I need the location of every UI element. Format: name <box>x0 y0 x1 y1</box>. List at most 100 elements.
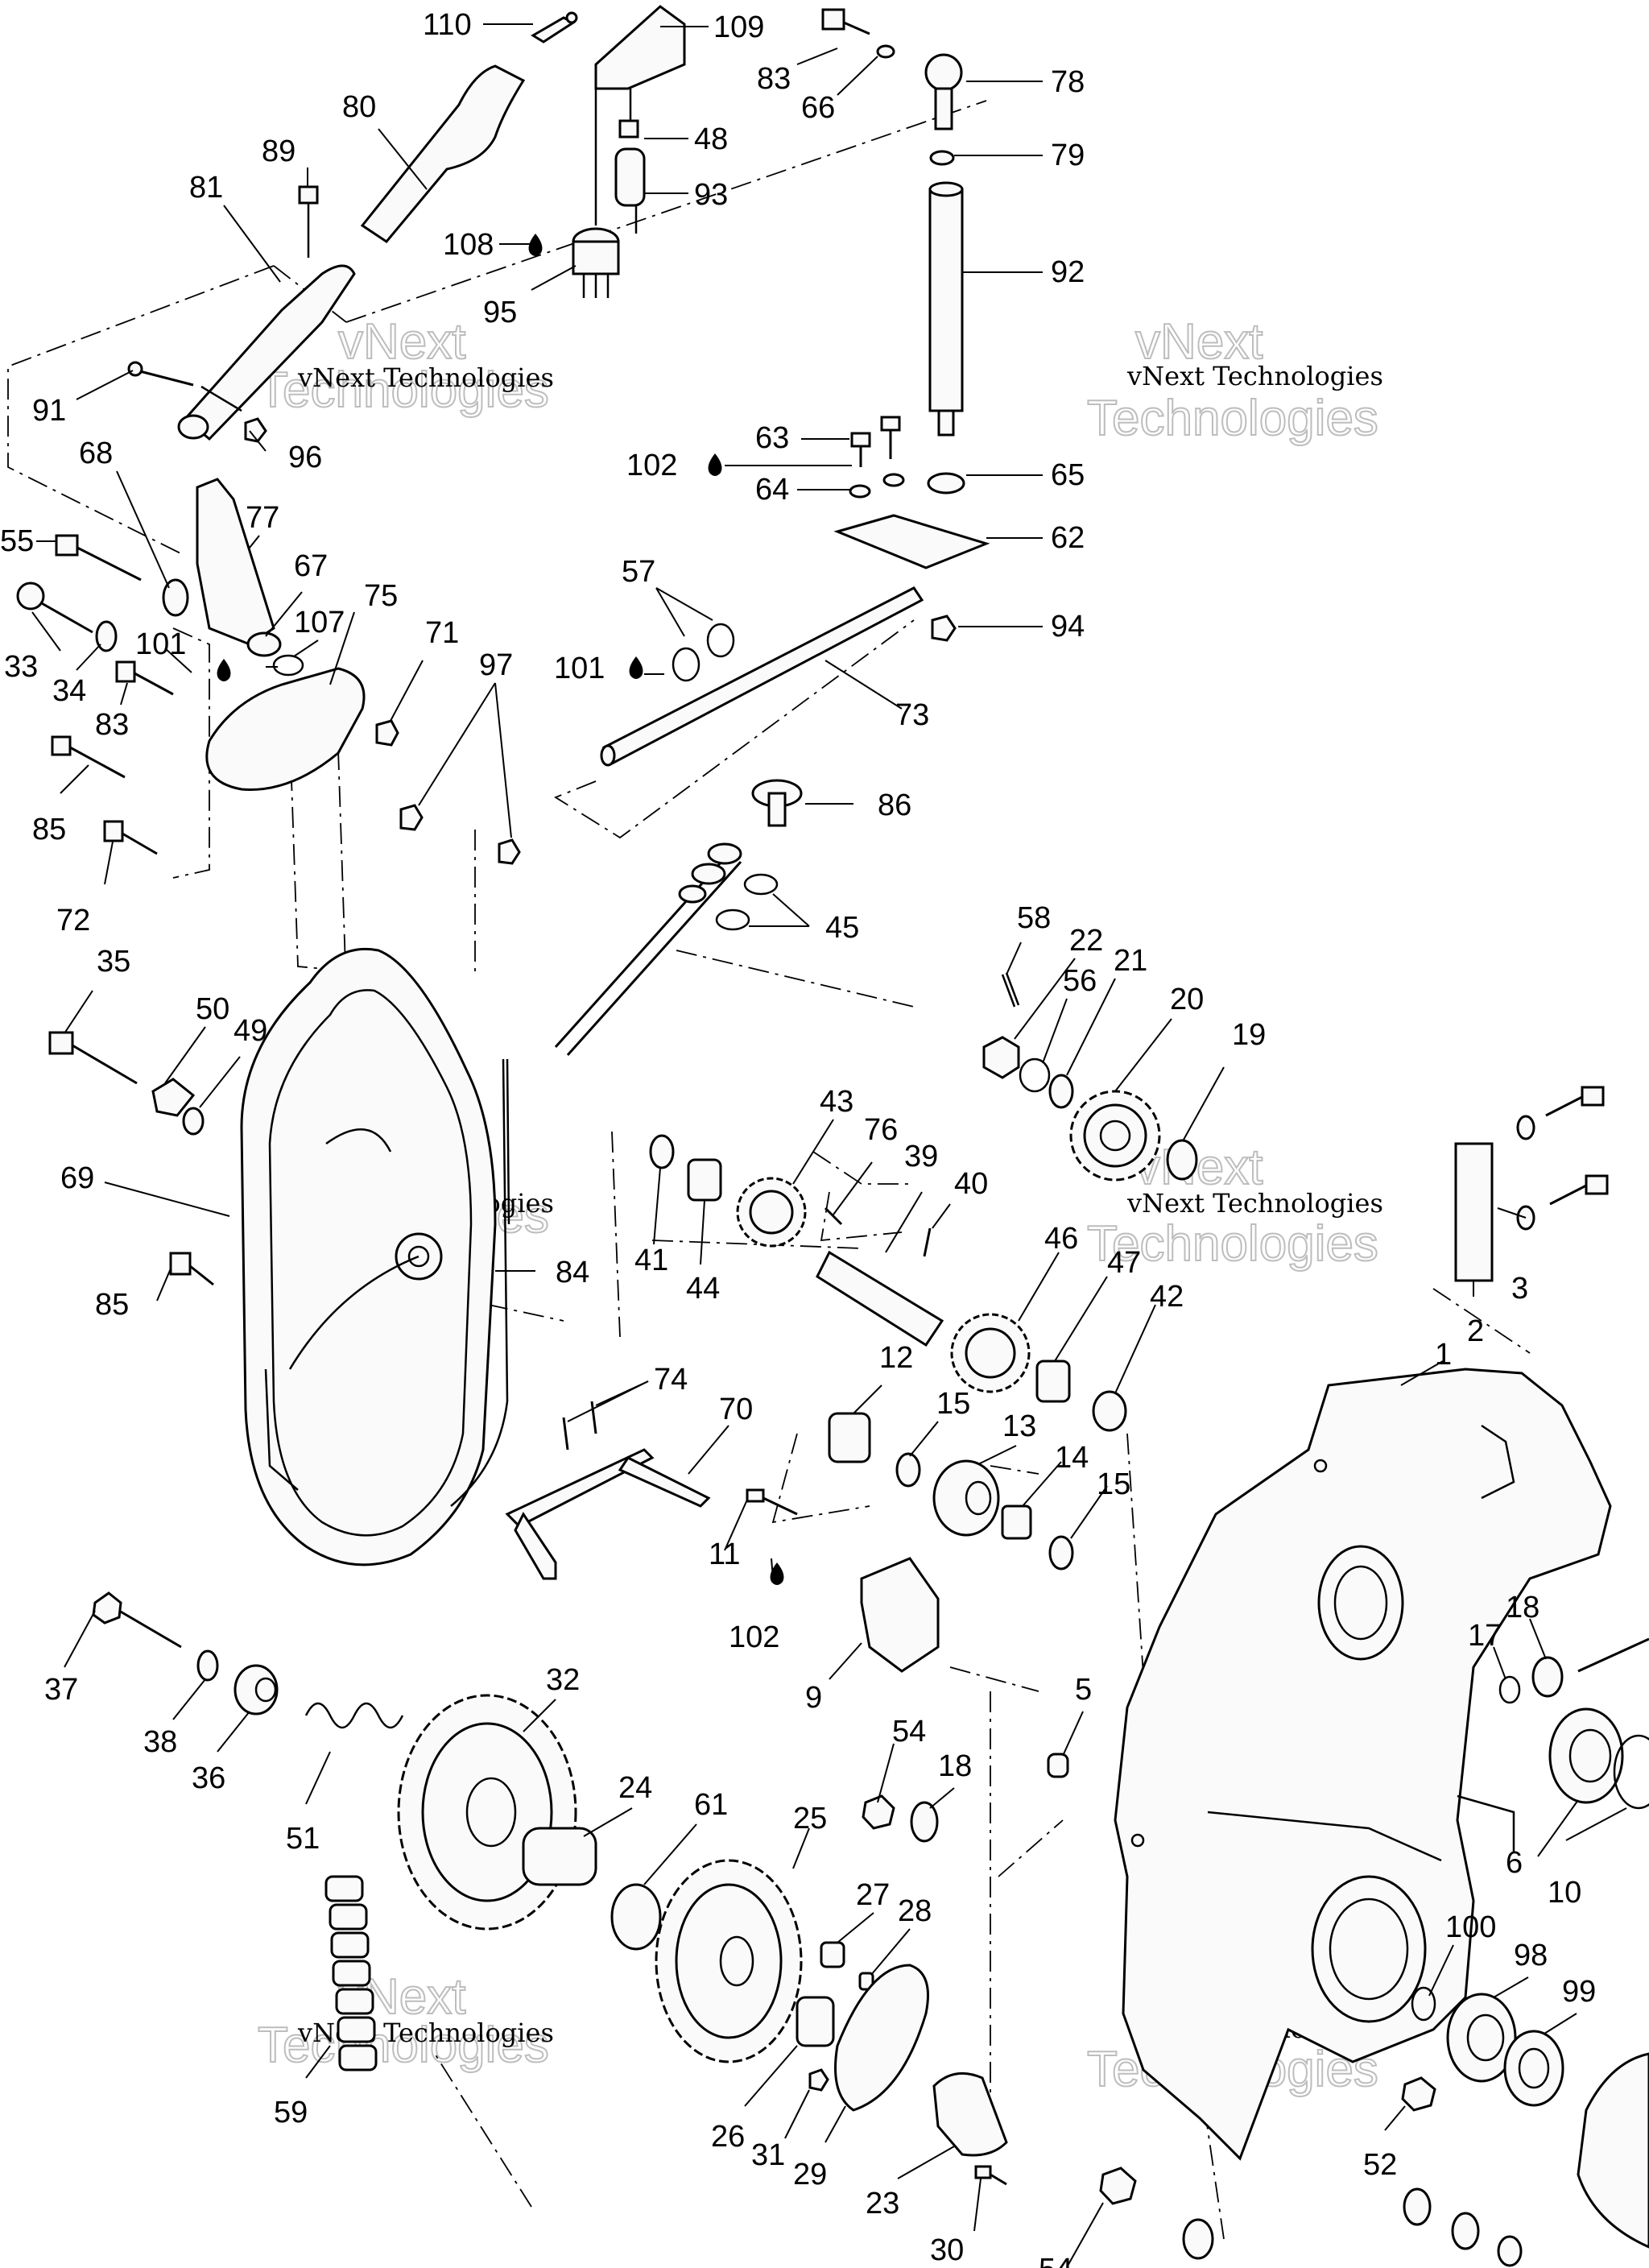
part-19-spacer <box>1166 1139 1198 1181</box>
label-92: 92 <box>1051 255 1085 289</box>
part-43-gear <box>736 1177 807 1248</box>
label-79: 79 <box>1051 139 1085 172</box>
part-85-bolt-top <box>51 735 126 779</box>
label-44: 44 <box>686 1272 720 1306</box>
part-73-shaft <box>600 586 924 767</box>
part-17-ring <box>1498 1675 1521 1704</box>
label-85: 85 <box>95 1288 129 1322</box>
label-100: 100 <box>1445 1910 1496 1944</box>
label-27: 27 <box>856 1878 890 1912</box>
assembly-centerlines <box>7 100 1531 2240</box>
label-102: 102 <box>729 1620 779 1654</box>
part-11-screw <box>746 1488 798 1516</box>
label-28: 28 <box>898 1894 932 1928</box>
label-32: 32 <box>546 1663 580 1697</box>
part-23-cup <box>932 2071 1008 2157</box>
part-110-pin <box>531 11 578 43</box>
part-48-93-sensor <box>594 89 646 234</box>
part-washer-bottom <box>1182 2218 1214 2260</box>
part-62-plate <box>833 514 990 569</box>
part-107-oring <box>272 654 304 677</box>
part-37-bolt <box>92 1591 182 1649</box>
label-95: 95 <box>483 296 517 329</box>
label-109: 109 <box>713 10 764 44</box>
part-79-nut <box>929 150 955 166</box>
part-20-sprocket <box>1069 1090 1161 1182</box>
label-18: 18 <box>1506 1591 1539 1624</box>
label-59: 59 <box>274 2096 308 2129</box>
watermark-brand: Technologies <box>1087 391 1378 446</box>
label-102: 102 <box>626 449 677 482</box>
label-30: 30 <box>930 2233 964 2267</box>
part-69-chaincase-cover <box>240 947 509 1566</box>
part-94-nut <box>931 615 957 642</box>
part-64-washer <box>849 484 871 499</box>
watermark-brand: Technologies <box>258 2018 549 2073</box>
part-76-pin <box>824 1206 843 1226</box>
watermark-text: vNext Technologies <box>1126 361 1383 391</box>
part-56-ring <box>1019 1057 1051 1093</box>
part-26-bearing <box>796 1996 835 2047</box>
part-66-washer <box>876 44 895 59</box>
part-45-oring <box>743 873 779 896</box>
part-15-washer <box>1048 1535 1074 1571</box>
part-6-bearing <box>1548 1707 1624 1804</box>
part-40-pin <box>923 1227 932 1257</box>
label-49: 49 <box>234 1014 267 1048</box>
label-63: 63 <box>755 421 789 455</box>
part-99-seal <box>1503 2030 1564 2107</box>
label-23: 23 <box>866 2187 899 2220</box>
label-51: 51 <box>286 1822 320 1856</box>
label-61: 61 <box>694 1788 728 1822</box>
label-47: 47 <box>1107 1246 1141 1280</box>
label-39: 39 <box>904 1140 938 1173</box>
part-22-castle-nut <box>982 1036 1020 1079</box>
part-74-pin <box>590 1401 597 1434</box>
part-95-connector <box>572 227 620 298</box>
part-58-cotter <box>1001 972 1020 1008</box>
label-54: 54 <box>892 1715 926 1749</box>
part-31-nut <box>808 2068 829 2092</box>
label-25: 25 <box>793 1802 827 1836</box>
label-54: 54 <box>1039 2253 1072 2268</box>
label-85: 85 <box>32 813 66 846</box>
label-21: 21 <box>1114 944 1147 978</box>
label-6: 6 <box>1506 1846 1523 1880</box>
part-52-nut <box>1401 2076 1436 2112</box>
label-19: 19 <box>1232 1018 1266 1052</box>
part-15-washer <box>895 1452 921 1488</box>
part-washer-bottom <box>1451 2212 1480 2250</box>
lubricant-drop-icon <box>217 659 231 681</box>
label-24: 24 <box>618 1771 652 1805</box>
label-89: 89 <box>262 135 295 168</box>
label-62: 62 <box>1051 521 1085 555</box>
part-84-cable <box>506 1058 510 1225</box>
label-14: 14 <box>1055 1441 1089 1475</box>
label-68: 68 <box>79 437 113 470</box>
lubricant-drop-icon <box>528 234 543 256</box>
label-96: 96 <box>288 441 322 474</box>
part-100-ring <box>1411 1986 1436 2022</box>
label-5: 5 <box>1075 1673 1092 1707</box>
label-18: 18 <box>938 1749 972 1783</box>
label-46: 46 <box>1044 1222 1078 1256</box>
label-80: 80 <box>342 90 376 124</box>
part-85-bolt-mid <box>169 1252 214 1286</box>
label-98: 98 <box>1514 1939 1548 1972</box>
part-61-washer <box>610 1883 662 1951</box>
part-3-bolts <box>1516 1086 1609 1231</box>
part-13-roller <box>932 1459 1000 1537</box>
label-12: 12 <box>879 1341 913 1375</box>
label-35: 35 <box>97 945 130 979</box>
lubricant-drop-icons <box>217 234 784 1585</box>
label-45: 45 <box>825 911 859 945</box>
label-86: 86 <box>878 788 911 822</box>
label-94: 94 <box>1051 610 1085 644</box>
label-36: 36 <box>192 1761 225 1795</box>
watermark-brand: vNext <box>1135 314 1263 370</box>
part-54-nut-bottom <box>1099 2167 1137 2205</box>
part-27-bolt <box>820 1941 845 1968</box>
part-57-oring <box>706 623 735 658</box>
part-67-bushing <box>246 631 282 657</box>
